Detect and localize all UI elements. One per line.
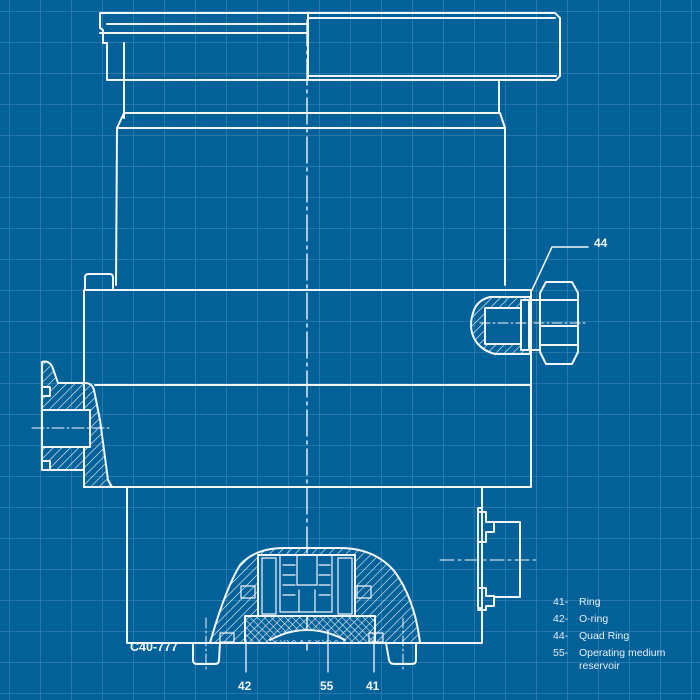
legend-number: 42-	[553, 613, 569, 625]
callout-41: 41	[366, 679, 380, 693]
parts-legend: 41- Ring 42- O-ring 44- Quad Ring 55- Op…	[553, 594, 665, 673]
upper-housing	[115, 112, 506, 286]
callout-42: 42	[238, 679, 252, 693]
legend-number: 41-	[553, 596, 569, 608]
right-port	[470, 246, 589, 365]
bearing-section	[209, 547, 421, 644]
drawing-code: C40-777	[130, 640, 178, 654]
left-flange	[31, 360, 113, 488]
top-flange	[99, 12, 561, 119]
legend-number: 55-	[553, 647, 569, 659]
legend-label: O-ring	[579, 613, 609, 625]
side-stub	[84, 273, 114, 291]
callout-44: 44	[594, 236, 608, 250]
callout-55: 55	[320, 679, 334, 693]
legend-label: Quad Ring	[579, 630, 630, 642]
leader-lines	[245, 629, 375, 673]
feet	[192, 617, 417, 673]
legend-label: Ring	[579, 596, 601, 608]
legend-item: 44- Quad Ring	[553, 628, 665, 645]
legend-item: 55- Operating medium reservoir	[553, 645, 665, 673]
legend-number: 44-	[553, 630, 569, 642]
legend-item: 41- Ring	[553, 594, 665, 611]
legend-item: 42- O-ring	[553, 611, 665, 628]
right-connector	[439, 486, 541, 611]
legend-label: Operating medium reservoir	[579, 647, 666, 672]
